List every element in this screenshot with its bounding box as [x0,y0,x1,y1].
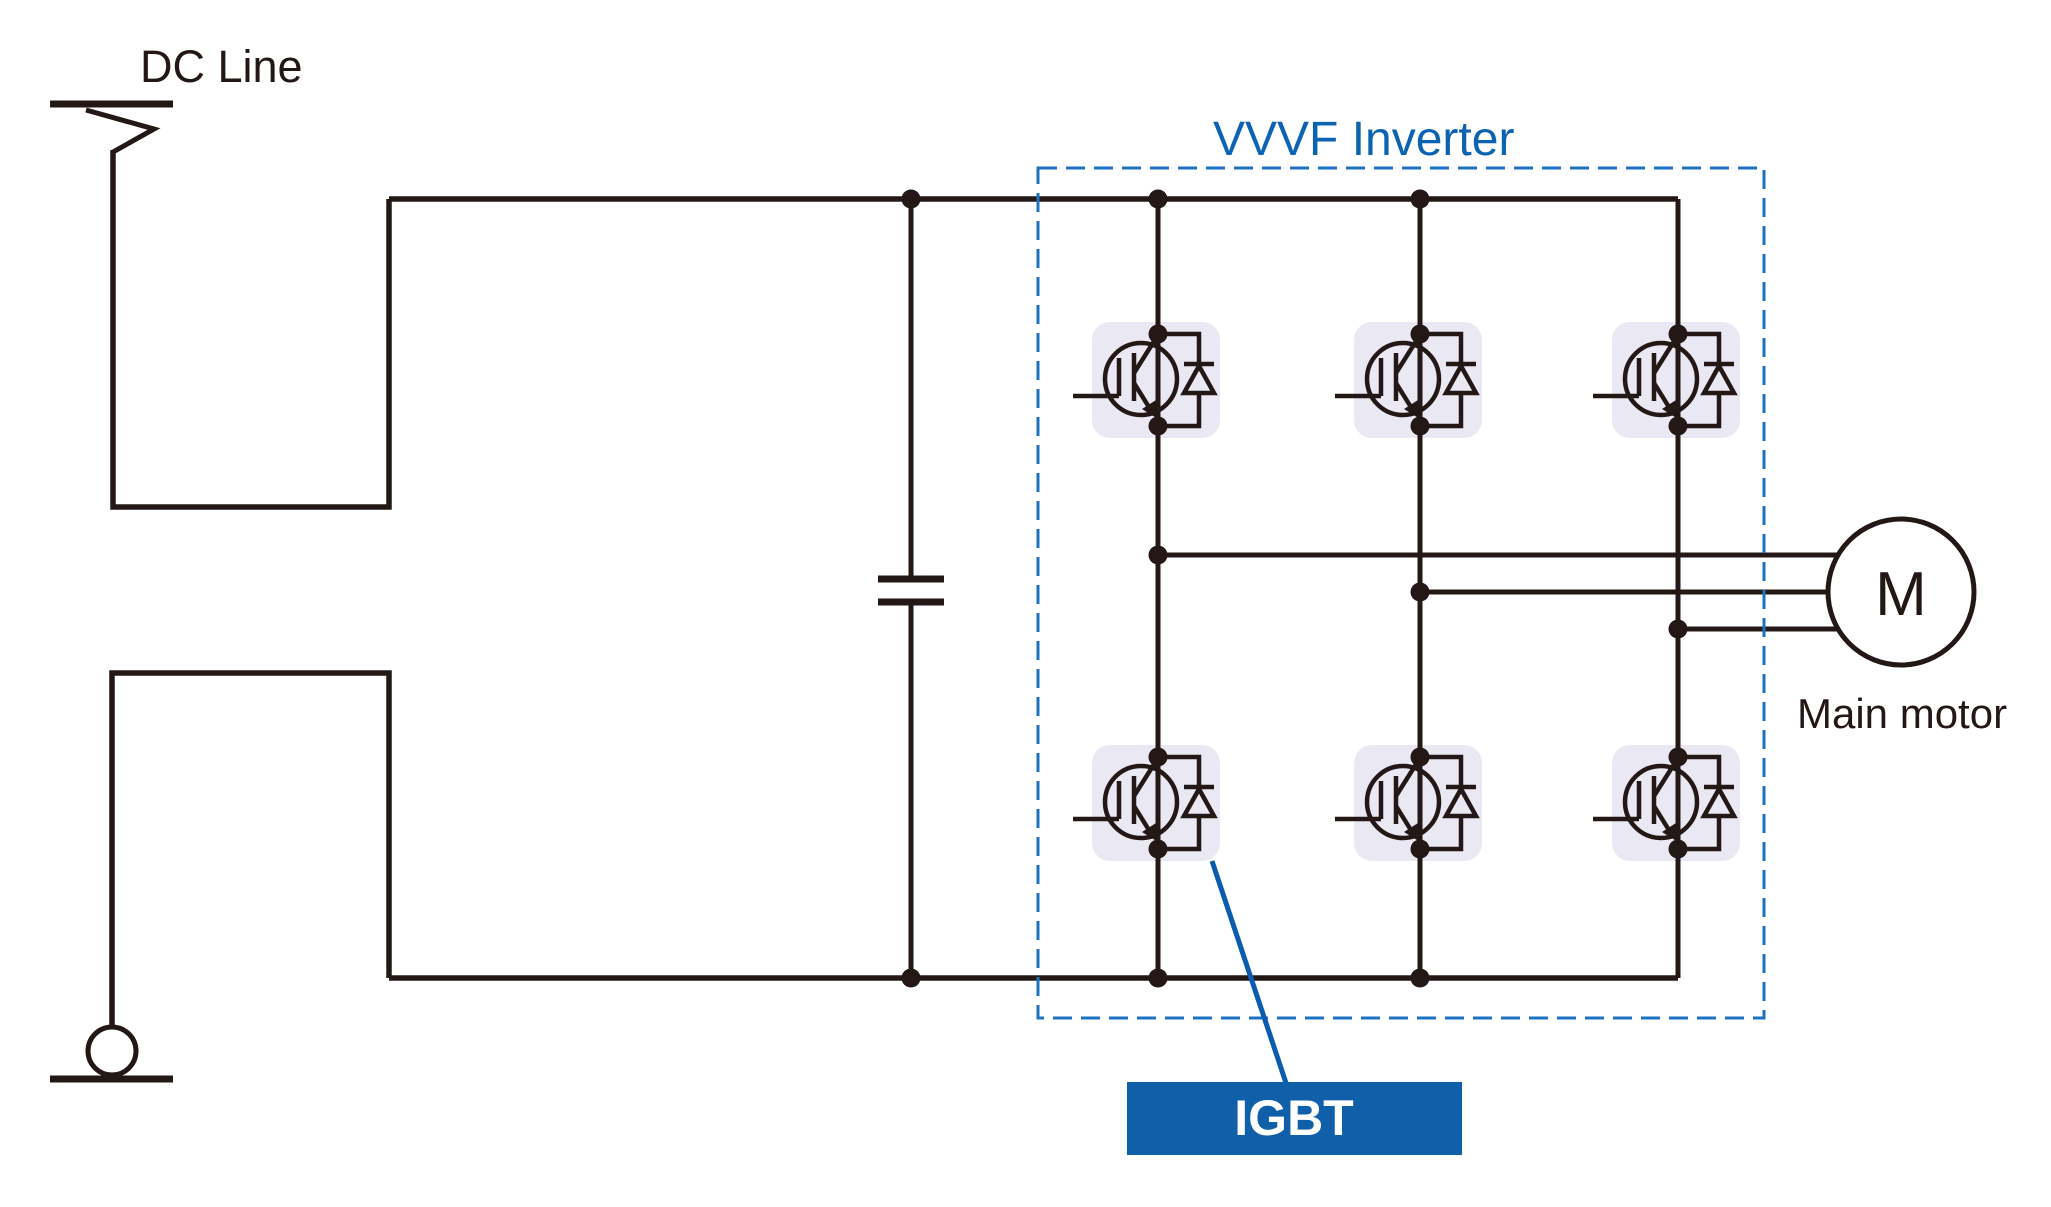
junction-dot [1410,582,1430,602]
main-motor-symbol: M [1825,516,1977,668]
wheel-circle [85,1024,139,1078]
main-motor-label: Main motor [1797,690,2007,737]
dc-line-label: DC Line [140,41,303,92]
junction-dot [1410,968,1430,988]
igbt-callout: IGBT [1127,860,1462,1155]
junction-dots [901,189,1688,988]
junction-dot [1148,968,1168,988]
junction-dot [1148,189,1168,209]
motor-letter: M [1875,560,1927,629]
junction-dot [1148,545,1168,565]
junction-dot [901,189,921,209]
negative-return-wire [109,670,392,1027]
igbt-callout-line [1209,860,1289,1084]
pantograph-icon [50,100,173,155]
junction-dot [901,968,921,988]
vvvf-inverter-label: VVVF Inverter [1213,113,1514,166]
junction-dot [1410,189,1430,209]
dc-wiring [109,150,1850,1027]
junction-dot [1668,619,1688,639]
igbt-label: IGBT [1234,1090,1353,1146]
vvvf-inverter-dashed-box [1036,166,1766,1020]
igbt-label-box [1127,1082,1462,1155]
wheel-ground-icon [50,1024,173,1083]
positive-feed-wire [110,150,392,510]
pantograph-zigzag [85,107,161,155]
motor-circle [1825,516,1977,668]
